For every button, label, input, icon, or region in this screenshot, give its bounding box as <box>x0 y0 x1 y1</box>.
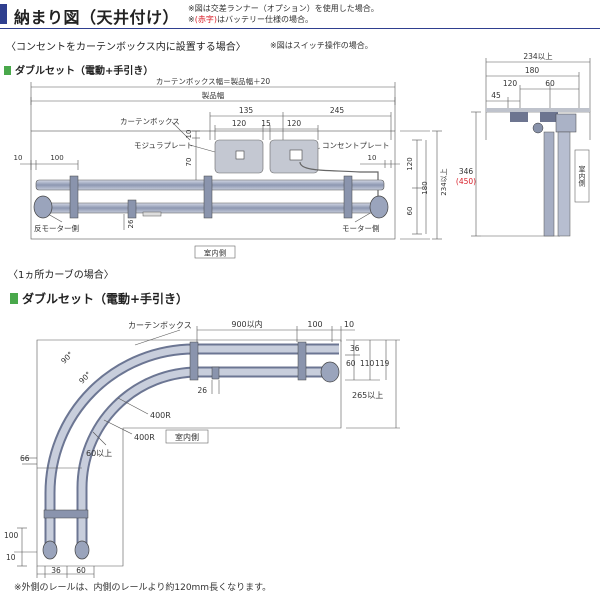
leader-curtain-box <box>171 121 191 141</box>
motor-end-cap <box>369 195 389 219</box>
section2-subtitle-text: ダブルセット（電動+手引き） <box>22 292 189 306</box>
header-notes: ※図は交差ランナー（オプション）を使用した場合。 ※(赤字)はバッテリー仕様の場… <box>188 3 379 25</box>
dim-10a: 10 <box>185 130 193 139</box>
label-outlet-plate: コンセントプレート <box>322 141 390 150</box>
section1-title: 〈コンセントをカーテンボックス内に設置する場合〉 <box>6 42 246 53</box>
footer-note: ※外側のレールは、内側のレールより約120mm長くなります。 <box>14 583 272 593</box>
header-note-2-suffix: はバッテリー仕様の場合。 <box>216 15 313 24</box>
dim-120v: 120 <box>406 157 414 170</box>
curtain-box-outline <box>30 130 396 240</box>
master-runner-handle <box>142 211 162 217</box>
dim-120b: 120 <box>287 119 302 128</box>
section1-note: ※図はスイッチ操作の場合。 <box>270 41 373 50</box>
dim-15: 15 <box>261 119 271 128</box>
label-motor-side: モーター側 <box>342 223 380 233</box>
header-note-2-prefix: ※ <box>188 15 195 24</box>
subtitle-marker-icon-2 <box>10 293 18 304</box>
dim-100: 100 <box>50 154 63 162</box>
label-indoor-side-front: 室内側 <box>204 248 227 258</box>
label-modular-plate: モジュラプレート <box>134 141 193 150</box>
dim-60: 60 <box>406 207 414 216</box>
section2-subtitle: ダブルセット（電動+手引き） <box>10 290 188 307</box>
header-rule <box>0 28 600 29</box>
modular-jack-icon <box>235 150 245 160</box>
header-accent-bar <box>0 4 7 24</box>
indoor-side-box <box>194 245 236 259</box>
dim-10c: 10 <box>368 154 377 162</box>
header-note-2: ※(赤字)はバッテリー仕様の場合。 <box>188 14 379 25</box>
leader-motor <box>354 211 373 223</box>
outlet-socket-icon <box>289 149 303 161</box>
power-cable <box>299 161 379 196</box>
leader-modular-plate <box>189 144 216 153</box>
label-anti-motor-side: 反モーター側 <box>34 223 79 233</box>
ceiling-brackets <box>69 175 353 219</box>
anti-motor-end-cap <box>33 195 53 219</box>
page-header: 納まり図（天井付け） ※図は交差ランナー（オプション）を使用した場合。 ※(赤字… <box>0 0 600 30</box>
section1-subtitle: ダブルセット（電動+手引き） <box>4 62 153 77</box>
dim-10b: 10 <box>14 154 23 162</box>
dim-26: 26 <box>127 219 135 228</box>
label-curtain-box: カーテンボックス <box>120 117 180 126</box>
dim-234: 234以上 <box>439 168 448 195</box>
section1-subtitle-text: ダブルセット（電動+手引き） <box>15 66 154 77</box>
label-product-width: 製品幅 <box>202 90 225 100</box>
dim-245: 245 <box>330 106 345 115</box>
leader-anti-motor <box>47 213 63 223</box>
subtitle-marker-icon <box>4 66 11 75</box>
label-box-width: カーテンボックス幅＝製品幅＋20 <box>156 76 271 86</box>
dim-180: 180 <box>421 181 429 194</box>
header-note-1: ※図は交差ランナー（オプション）を使用した場合。 <box>188 4 379 13</box>
header-note-2-red: (赤字) <box>194 15 217 24</box>
dim-120a: 120 <box>232 119 247 128</box>
dim-135: 135 <box>239 106 254 115</box>
dim-70: 70 <box>185 158 193 167</box>
page-title: 納まり図（天井付け） <box>14 8 180 27</box>
section2-title: 〈1ヵ所カーブの場合〉 <box>8 270 114 281</box>
